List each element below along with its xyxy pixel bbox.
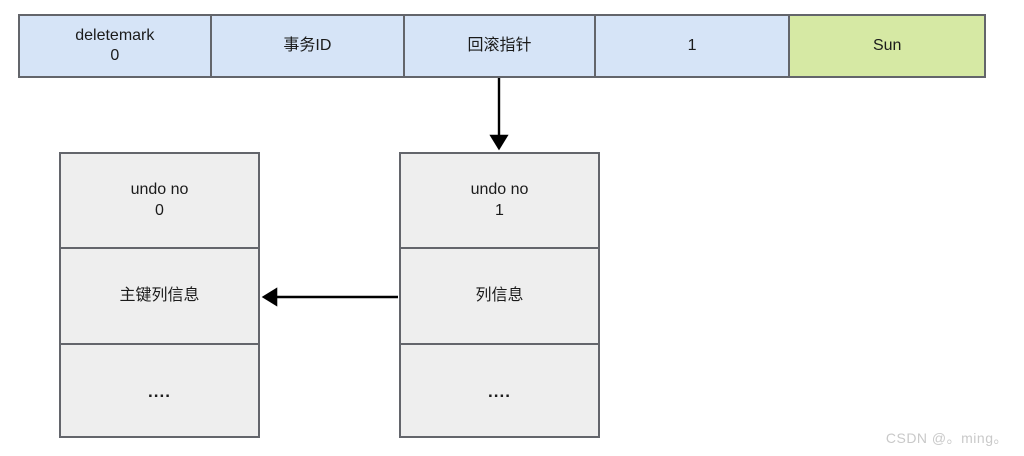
record-cell-id-value: 1 xyxy=(593,14,791,78)
csdn-watermark: CSDN @。ming。 xyxy=(885,430,1008,446)
clustered-index-record-row: deletemark 0 事务ID 回滚指针 1 Sun xyxy=(18,14,986,78)
undo-log-1-ellipsis: .... xyxy=(488,382,511,402)
record-cell-deletemark: deletemark 0 xyxy=(18,14,212,78)
record-cell-roll-pointer: 回滚指针 xyxy=(403,14,596,78)
undo-log-1-header: undo no 1 xyxy=(401,154,598,250)
undo-log-1-content: 列信息 xyxy=(401,249,598,345)
undo-log-0-content: 主键列信息 xyxy=(61,249,258,345)
undo-log-0-ellipsis: .... xyxy=(148,382,171,402)
record-cell-name-value: Sun xyxy=(788,14,986,78)
record-cell-trx-id: 事务ID xyxy=(209,14,406,78)
undo-log-box-0: undo no 0 主键列信息 .... xyxy=(59,152,260,438)
undo-log-0-header: undo no 0 xyxy=(61,154,258,250)
undo-log-box-1: undo no 1 列信息 .... xyxy=(399,152,600,438)
